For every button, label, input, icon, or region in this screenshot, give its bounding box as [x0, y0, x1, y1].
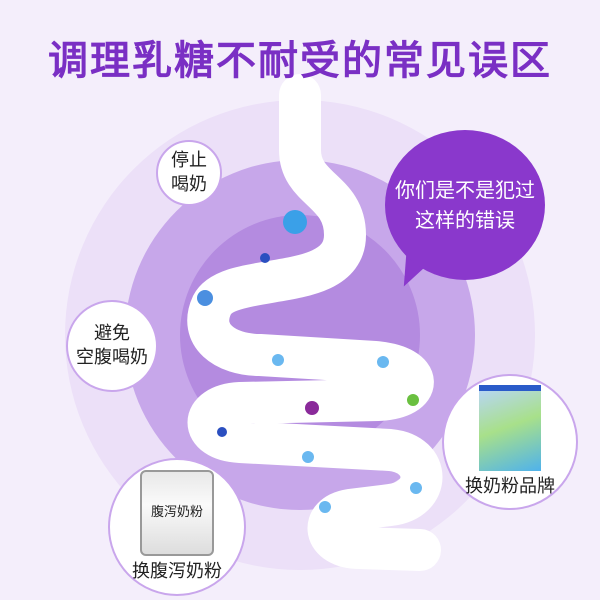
speech-bubble: 你们是不是犯过这样的错误	[385, 130, 545, 280]
formula-box-image	[479, 385, 541, 471]
bacteria-icon	[217, 427, 227, 437]
bacteria-icon	[302, 451, 314, 463]
bacteria-icon	[197, 290, 213, 306]
bacteria-icon	[319, 501, 331, 513]
item-text: 喝奶	[171, 174, 207, 195]
misconception-empty-stomach: 避免空腹喝奶	[66, 300, 158, 392]
bacteria-icon	[272, 354, 284, 366]
item-text: 停止	[171, 150, 207, 171]
misconception-diarrhea-formula: 腹泻奶粉换腹泻奶粉	[108, 458, 246, 596]
bacteria-icon	[283, 210, 307, 234]
item-text: 空腹喝奶	[76, 347, 148, 368]
product-text: 腹泻奶粉	[150, 505, 203, 520]
bacteria-icon	[410, 482, 422, 494]
bubble-line: 这样的错误	[415, 208, 515, 232]
bubble-line: 你们是不是犯过	[395, 178, 535, 202]
bacteria-icon	[260, 253, 270, 263]
bacteria-icon	[407, 394, 419, 406]
item-label: 换腹泻奶粉	[132, 561, 222, 582]
misconception-change-brand: 换奶粉品牌	[442, 374, 578, 510]
bacteria-icon	[305, 401, 319, 415]
misconception-stop-milk: 停止喝奶	[156, 140, 222, 206]
item-label: 换奶粉品牌	[465, 476, 555, 497]
formula-can-image: 腹泻奶粉	[140, 470, 214, 556]
bacteria-icon	[377, 356, 389, 368]
item-text: 避免	[94, 323, 130, 344]
page-title: 调理乳糖不耐受的常见误区	[48, 38, 552, 84]
